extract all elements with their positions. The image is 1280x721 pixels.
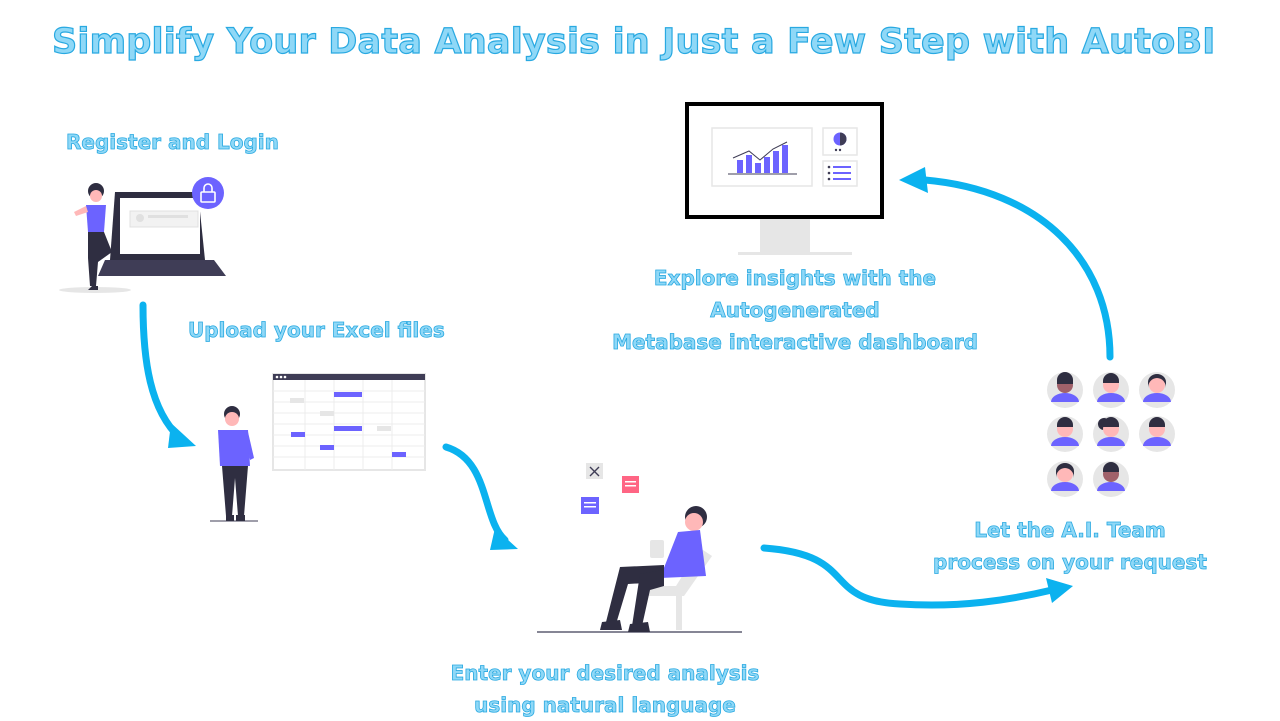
man-spreadsheet-illustration	[210, 373, 426, 522]
step-upload-line: Upload your Excel files	[188, 318, 446, 343]
step-register-label: Register and Login	[66, 126, 280, 158]
step-enter-line-2: using natural language	[474, 693, 737, 718]
arrowhead-1	[168, 423, 196, 448]
step-ai-line-1: Let the A.I. Team	[974, 518, 1166, 543]
page-title: Simplify Your Data Analysis in Just a Fe…	[51, 21, 1216, 62]
team-avatars-illustration	[1047, 372, 1175, 497]
arrowhead-4	[899, 167, 928, 193]
avatar-2	[1093, 372, 1129, 408]
step-enter-label: Enter your desired analysis using natura…	[440, 657, 770, 721]
step-enter-line-1: Enter your desired analysis	[450, 661, 760, 686]
step-explore-line-3: Metabase interactive dashboard	[612, 330, 979, 355]
step-ai-team-label: Let the A.I. Team process on your reques…	[920, 514, 1220, 578]
dashboard-monitor-illustration	[685, 102, 884, 255]
step-upload-label: Upload your Excel files	[188, 314, 446, 346]
avatar-4	[1047, 416, 1083, 452]
woman-chair-illustration	[537, 463, 742, 633]
avatar-1	[1047, 372, 1083, 408]
avatar-7	[1047, 461, 1083, 497]
step-register-line: Register and Login	[66, 130, 280, 155]
step-explore-line-2: Autogenerated	[710, 298, 880, 323]
arrow-enter-to-ai	[760, 544, 1056, 609]
avatar-8	[1093, 461, 1129, 497]
step-explore-line-1: Explore insights with the	[653, 266, 937, 291]
arrowhead-3	[1046, 578, 1073, 603]
lock-icon	[192, 177, 224, 209]
arrow-ai-to-explore	[921, 176, 1114, 361]
step-explore-label: Explore insights with the Autogenerated …	[595, 262, 995, 358]
avatar-3	[1139, 372, 1175, 408]
step-ai-line-2: process on your request	[933, 550, 1208, 575]
woman-laptop-illustration	[59, 177, 226, 293]
avatar-5	[1093, 416, 1129, 452]
avatar-6	[1139, 416, 1175, 452]
arrowhead-2	[490, 528, 518, 550]
